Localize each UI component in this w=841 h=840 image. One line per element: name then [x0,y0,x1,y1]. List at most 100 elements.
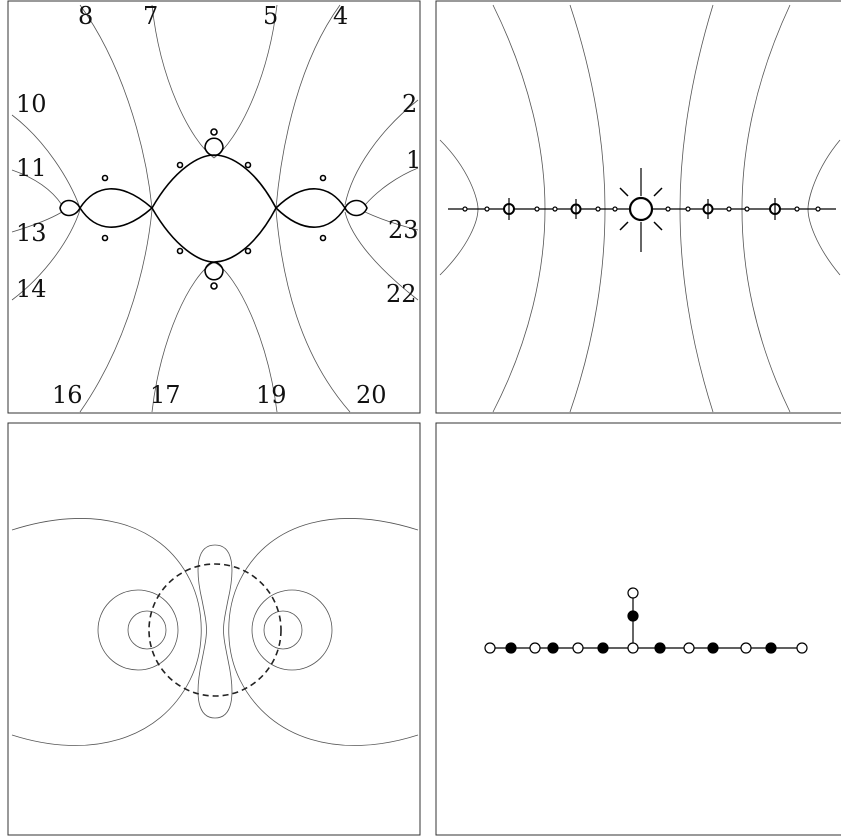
tree-node-black [597,642,609,654]
ray-2 [344,99,419,206]
ray-10 [11,114,81,209]
ray-label-23: 23 [388,216,419,244]
small-bead [665,206,671,212]
tree-nodes [484,642,808,654]
small-bead [726,206,732,212]
spike [619,187,629,197]
ray-14 [11,209,81,301]
right-inner-circle [263,610,303,650]
julia-decoration [319,174,327,182]
ray-23 [364,211,419,231]
tree-node-white [484,642,496,654]
ray-16 [79,209,153,413]
ray-label-22: 22 [386,280,417,308]
tree-node-white [627,642,639,654]
tree-node-white [796,642,808,654]
panel-julia-rays: 8 7 5 4 10 2 11 1 13 23 14 22 16 17 19 2… [7,0,421,414]
ray-label-5: 5 [263,2,278,30]
julia-far-left-bulb [59,199,81,217]
ray-1 [364,167,419,206]
julia-decoration [101,174,109,182]
spike [653,187,663,197]
julia-main-bulb [151,154,277,263]
julia-top-tip [210,128,218,136]
ray-7 [151,4,215,159]
ray-label-16: 16 [52,381,83,409]
external-rays [11,4,419,413]
julia-decoration [244,161,252,169]
julia-top-bud [204,137,224,157]
ray-label-1: 1 [406,146,421,174]
tree-node-black [765,642,777,654]
ray-13 [11,211,63,233]
ray-8 [79,4,153,209]
tree-node-black [707,642,719,654]
panel-tree [435,422,841,836]
ray-20 [275,209,351,413]
small-bead [815,206,821,212]
julia-far-right-bulb [344,199,368,217]
large-right-arc [228,518,419,746]
tree-node-white [683,642,695,654]
julia-decoration [176,161,184,169]
curve-b-left [439,139,479,276]
small-bead [685,206,691,212]
julia-bottom-bud [204,261,224,281]
panel-c-frame [7,422,421,836]
julia-bottom-tip [210,282,218,290]
ray-label-8: 8 [78,2,93,30]
tree-node-black [654,642,666,654]
ray-label-14: 14 [16,275,47,303]
ray-label-17: 17 [150,381,181,409]
small-bead [552,206,558,212]
tree-node-white [627,587,639,599]
panel-b-frame [435,0,841,414]
center-pinched-loop [197,544,233,719]
ray-label-10: 10 [16,90,47,118]
tree-node-white [740,642,752,654]
ray-label-19: 19 [256,381,287,409]
julia-left-bulb [79,188,154,228]
large-left-arc [11,518,202,746]
ray-label-2: 2 [402,90,417,118]
panel-a-frame [7,0,421,414]
tree-node-white [529,642,541,654]
dashed-unit-circle [148,563,282,697]
julia-beads [462,168,821,252]
ray-4 [275,4,341,209]
julia-decoration [101,234,109,242]
left-outer-circle [97,589,179,671]
ray-label-20: 20 [356,381,387,409]
spike [653,221,663,231]
small-bead [595,206,601,212]
small-bead [534,206,540,212]
tree-node-white [572,642,584,654]
tree-node-black [547,642,559,654]
ray-label-13: 13 [16,219,47,247]
spike [619,221,629,231]
tree-node-black [627,610,639,622]
small-bead [744,206,750,212]
left-inner-circle [127,610,167,650]
tree-node-black [505,642,517,654]
small-bead [612,206,618,212]
small-bead [462,206,468,212]
julia-decoration [319,234,327,242]
ray-label-7: 7 [143,2,158,30]
julia-set [59,128,368,290]
small-bead [794,206,800,212]
panel-real-julia [435,0,841,414]
julia-decoration [176,247,184,255]
panel-d-frame [435,422,841,836]
ray-label-11: 11 [16,154,47,182]
right-outer-circle [251,589,333,671]
julia-right-bulb [274,188,346,228]
ray-label-4: 4 [333,2,348,30]
julia-decoration [244,247,252,255]
ray-11 [11,169,63,206]
panel-circles [7,422,421,836]
ray-labels: 8 7 5 4 10 2 11 1 13 23 14 22 16 17 19 2… [16,2,421,409]
small-bead [484,206,490,212]
curve-b-right [807,139,841,276]
